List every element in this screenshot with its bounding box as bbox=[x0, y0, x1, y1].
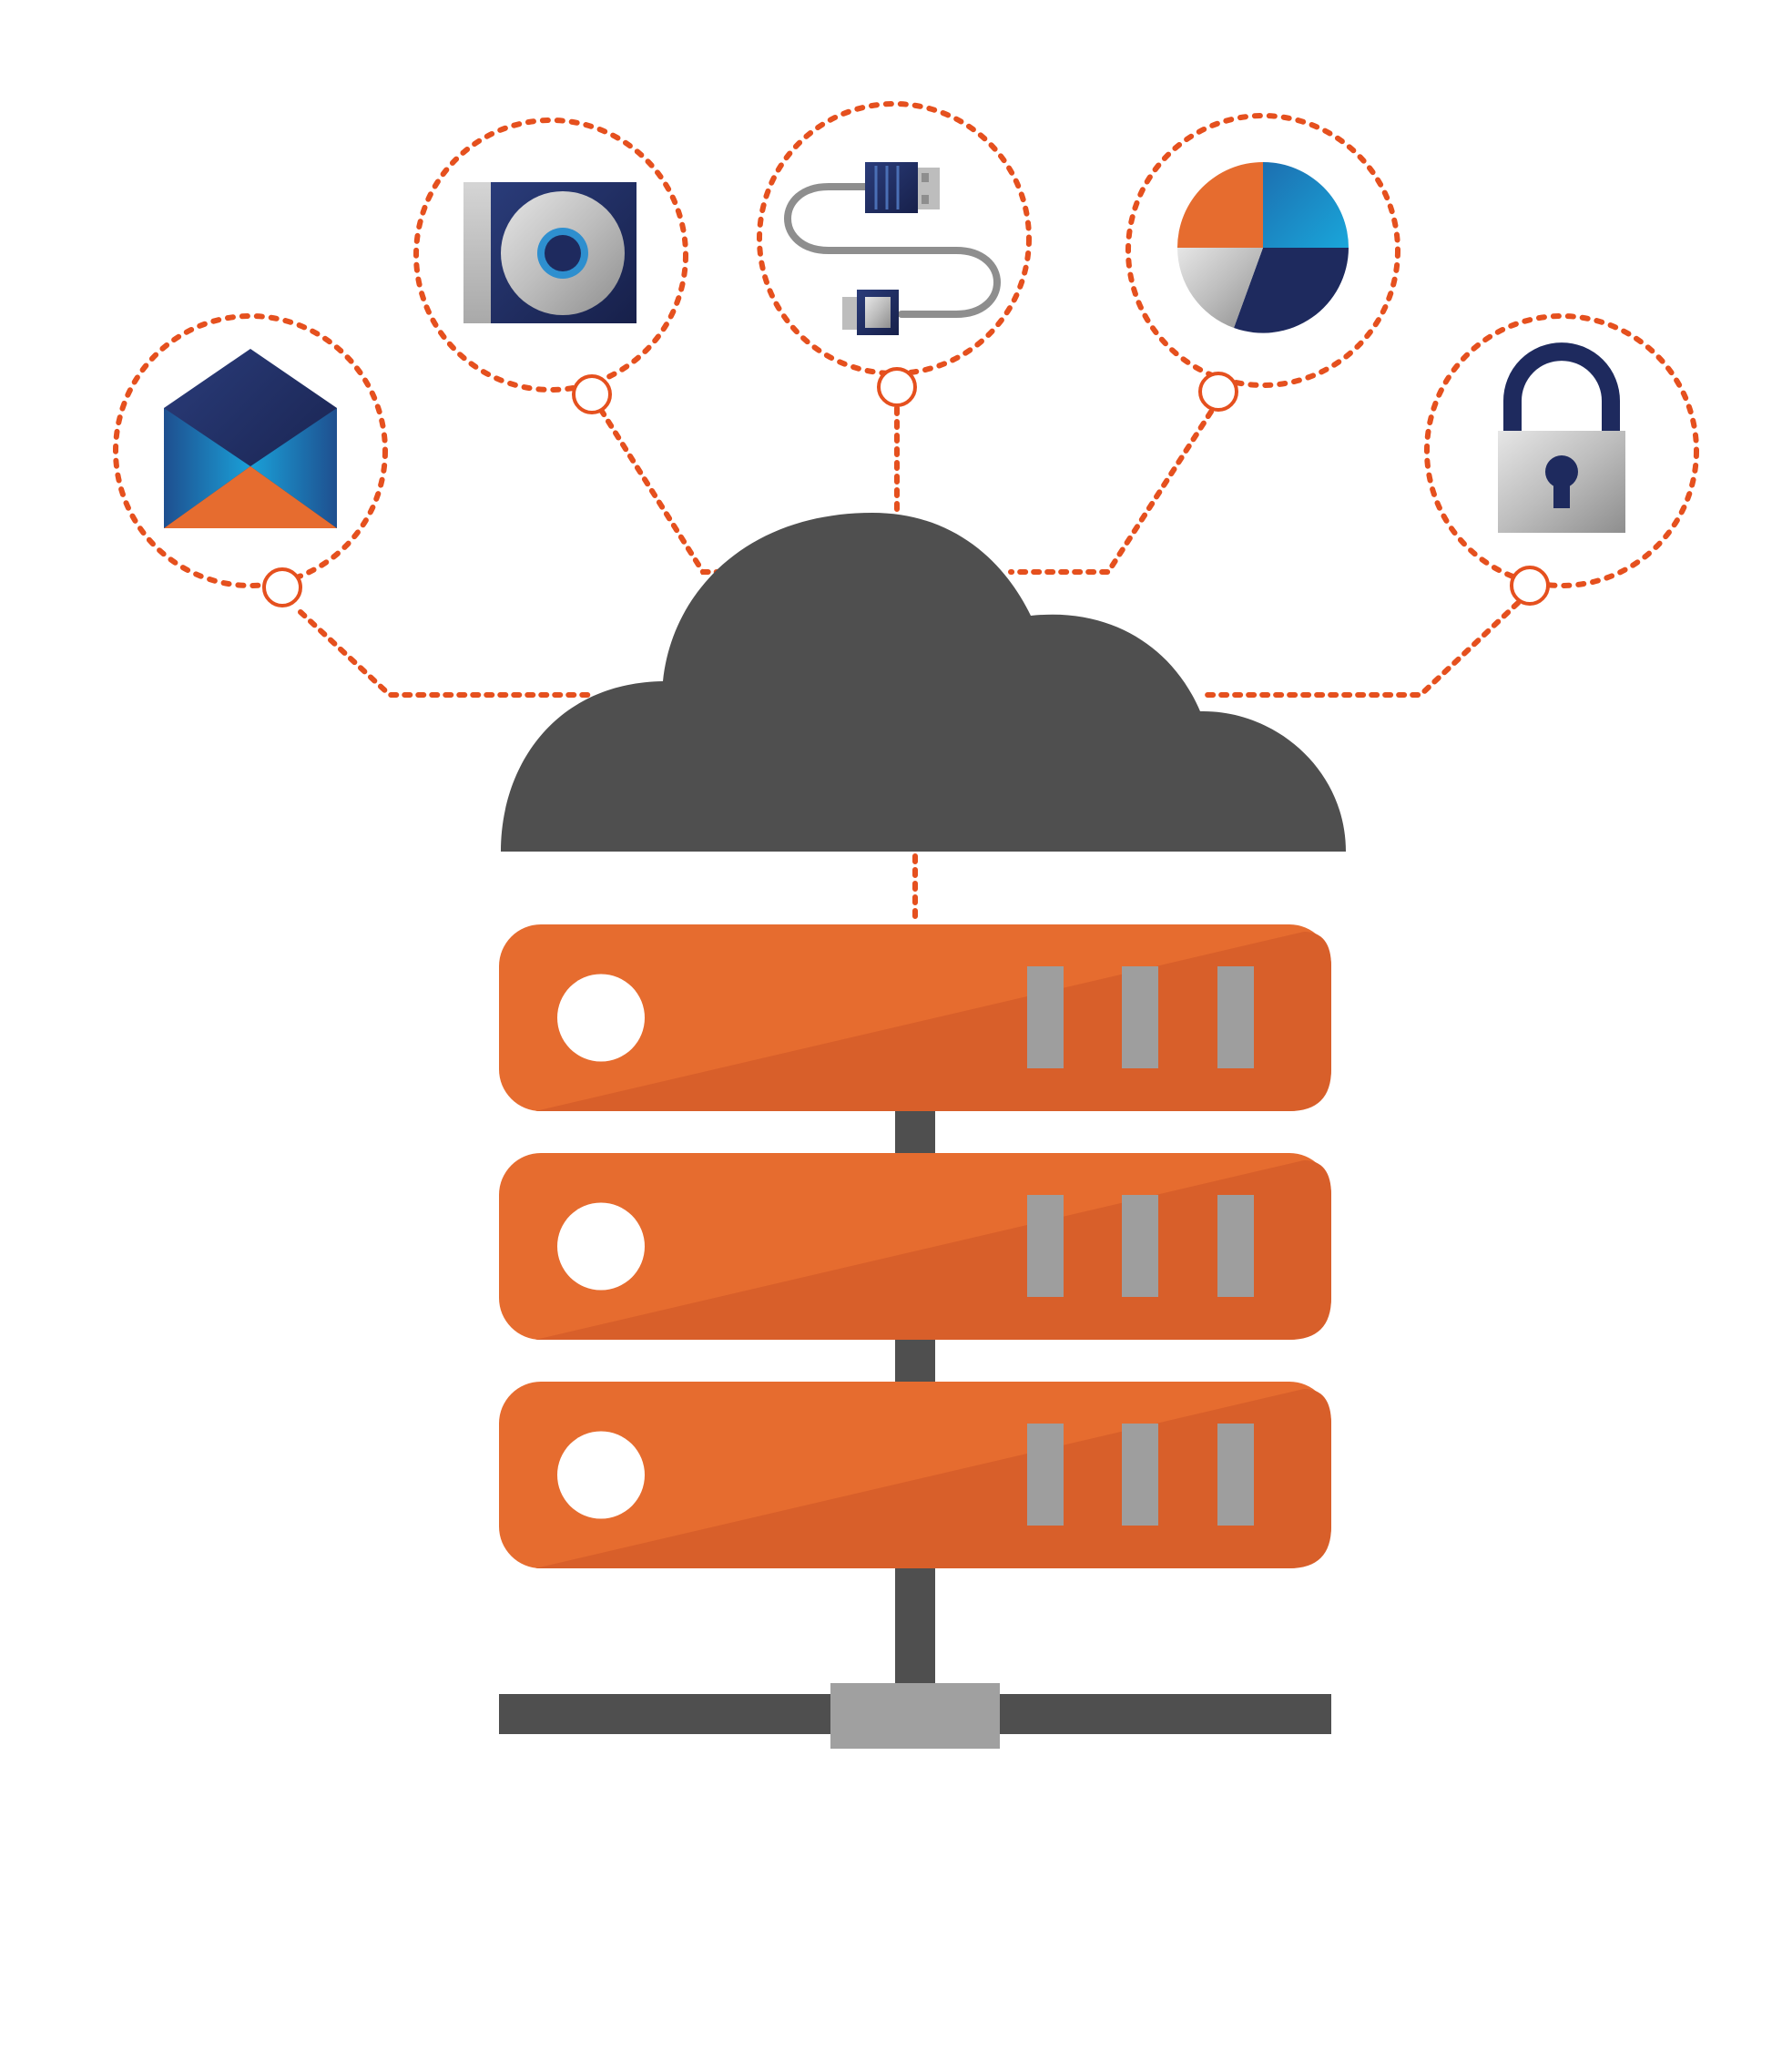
connector-media bbox=[598, 407, 759, 575]
server-unit bbox=[499, 1382, 1331, 1568]
connection-dots bbox=[262, 367, 1550, 607]
node-ring-analytics bbox=[1125, 113, 1400, 388]
node-ring-security bbox=[1424, 313, 1699, 588]
envelope-icon bbox=[164, 349, 337, 528]
connection-dot-media bbox=[572, 374, 612, 414]
server-status-light bbox=[557, 1202, 645, 1291]
server-status-light bbox=[557, 1431, 645, 1519]
node-ring-mail bbox=[113, 313, 388, 588]
server-units bbox=[499, 924, 1331, 1568]
connection-dot-connect bbox=[877, 367, 917, 407]
cloud-icon bbox=[501, 513, 1346, 852]
connection-dot-mail bbox=[262, 567, 302, 607]
connector-analytics bbox=[1008, 409, 1214, 575]
connector-security bbox=[1199, 600, 1521, 698]
server-drive-slot bbox=[1027, 1424, 1064, 1526]
rack-pole bbox=[895, 1047, 935, 1703]
server-drive-slot bbox=[1217, 966, 1254, 1068]
pie-chart-icon bbox=[1177, 162, 1349, 333]
server-drive-slot bbox=[1027, 966, 1064, 1068]
usb-cable-icon bbox=[784, 162, 1001, 335]
disc-drive-icon bbox=[463, 182, 636, 323]
server-drive-slot bbox=[1122, 966, 1158, 1068]
padlock-icon bbox=[1498, 342, 1625, 533]
server-rack-icon bbox=[499, 924, 1331, 1749]
server-drive-slot bbox=[1122, 1424, 1158, 1526]
node-ring-media bbox=[413, 117, 688, 393]
server-drive-slot bbox=[1027, 1195, 1064, 1297]
server-drive-slot bbox=[1122, 1195, 1158, 1297]
server-unit bbox=[499, 924, 1331, 1111]
server-drive-slot bbox=[1217, 1195, 1254, 1297]
server-status-light bbox=[557, 974, 645, 1062]
server-unit bbox=[499, 1153, 1331, 1340]
rack-base-connector bbox=[830, 1683, 1000, 1749]
connector-mail bbox=[298, 609, 595, 698]
connection-dot-security bbox=[1510, 566, 1550, 606]
connection-dot-analytics bbox=[1198, 372, 1238, 412]
server-drive-slot bbox=[1217, 1424, 1254, 1526]
